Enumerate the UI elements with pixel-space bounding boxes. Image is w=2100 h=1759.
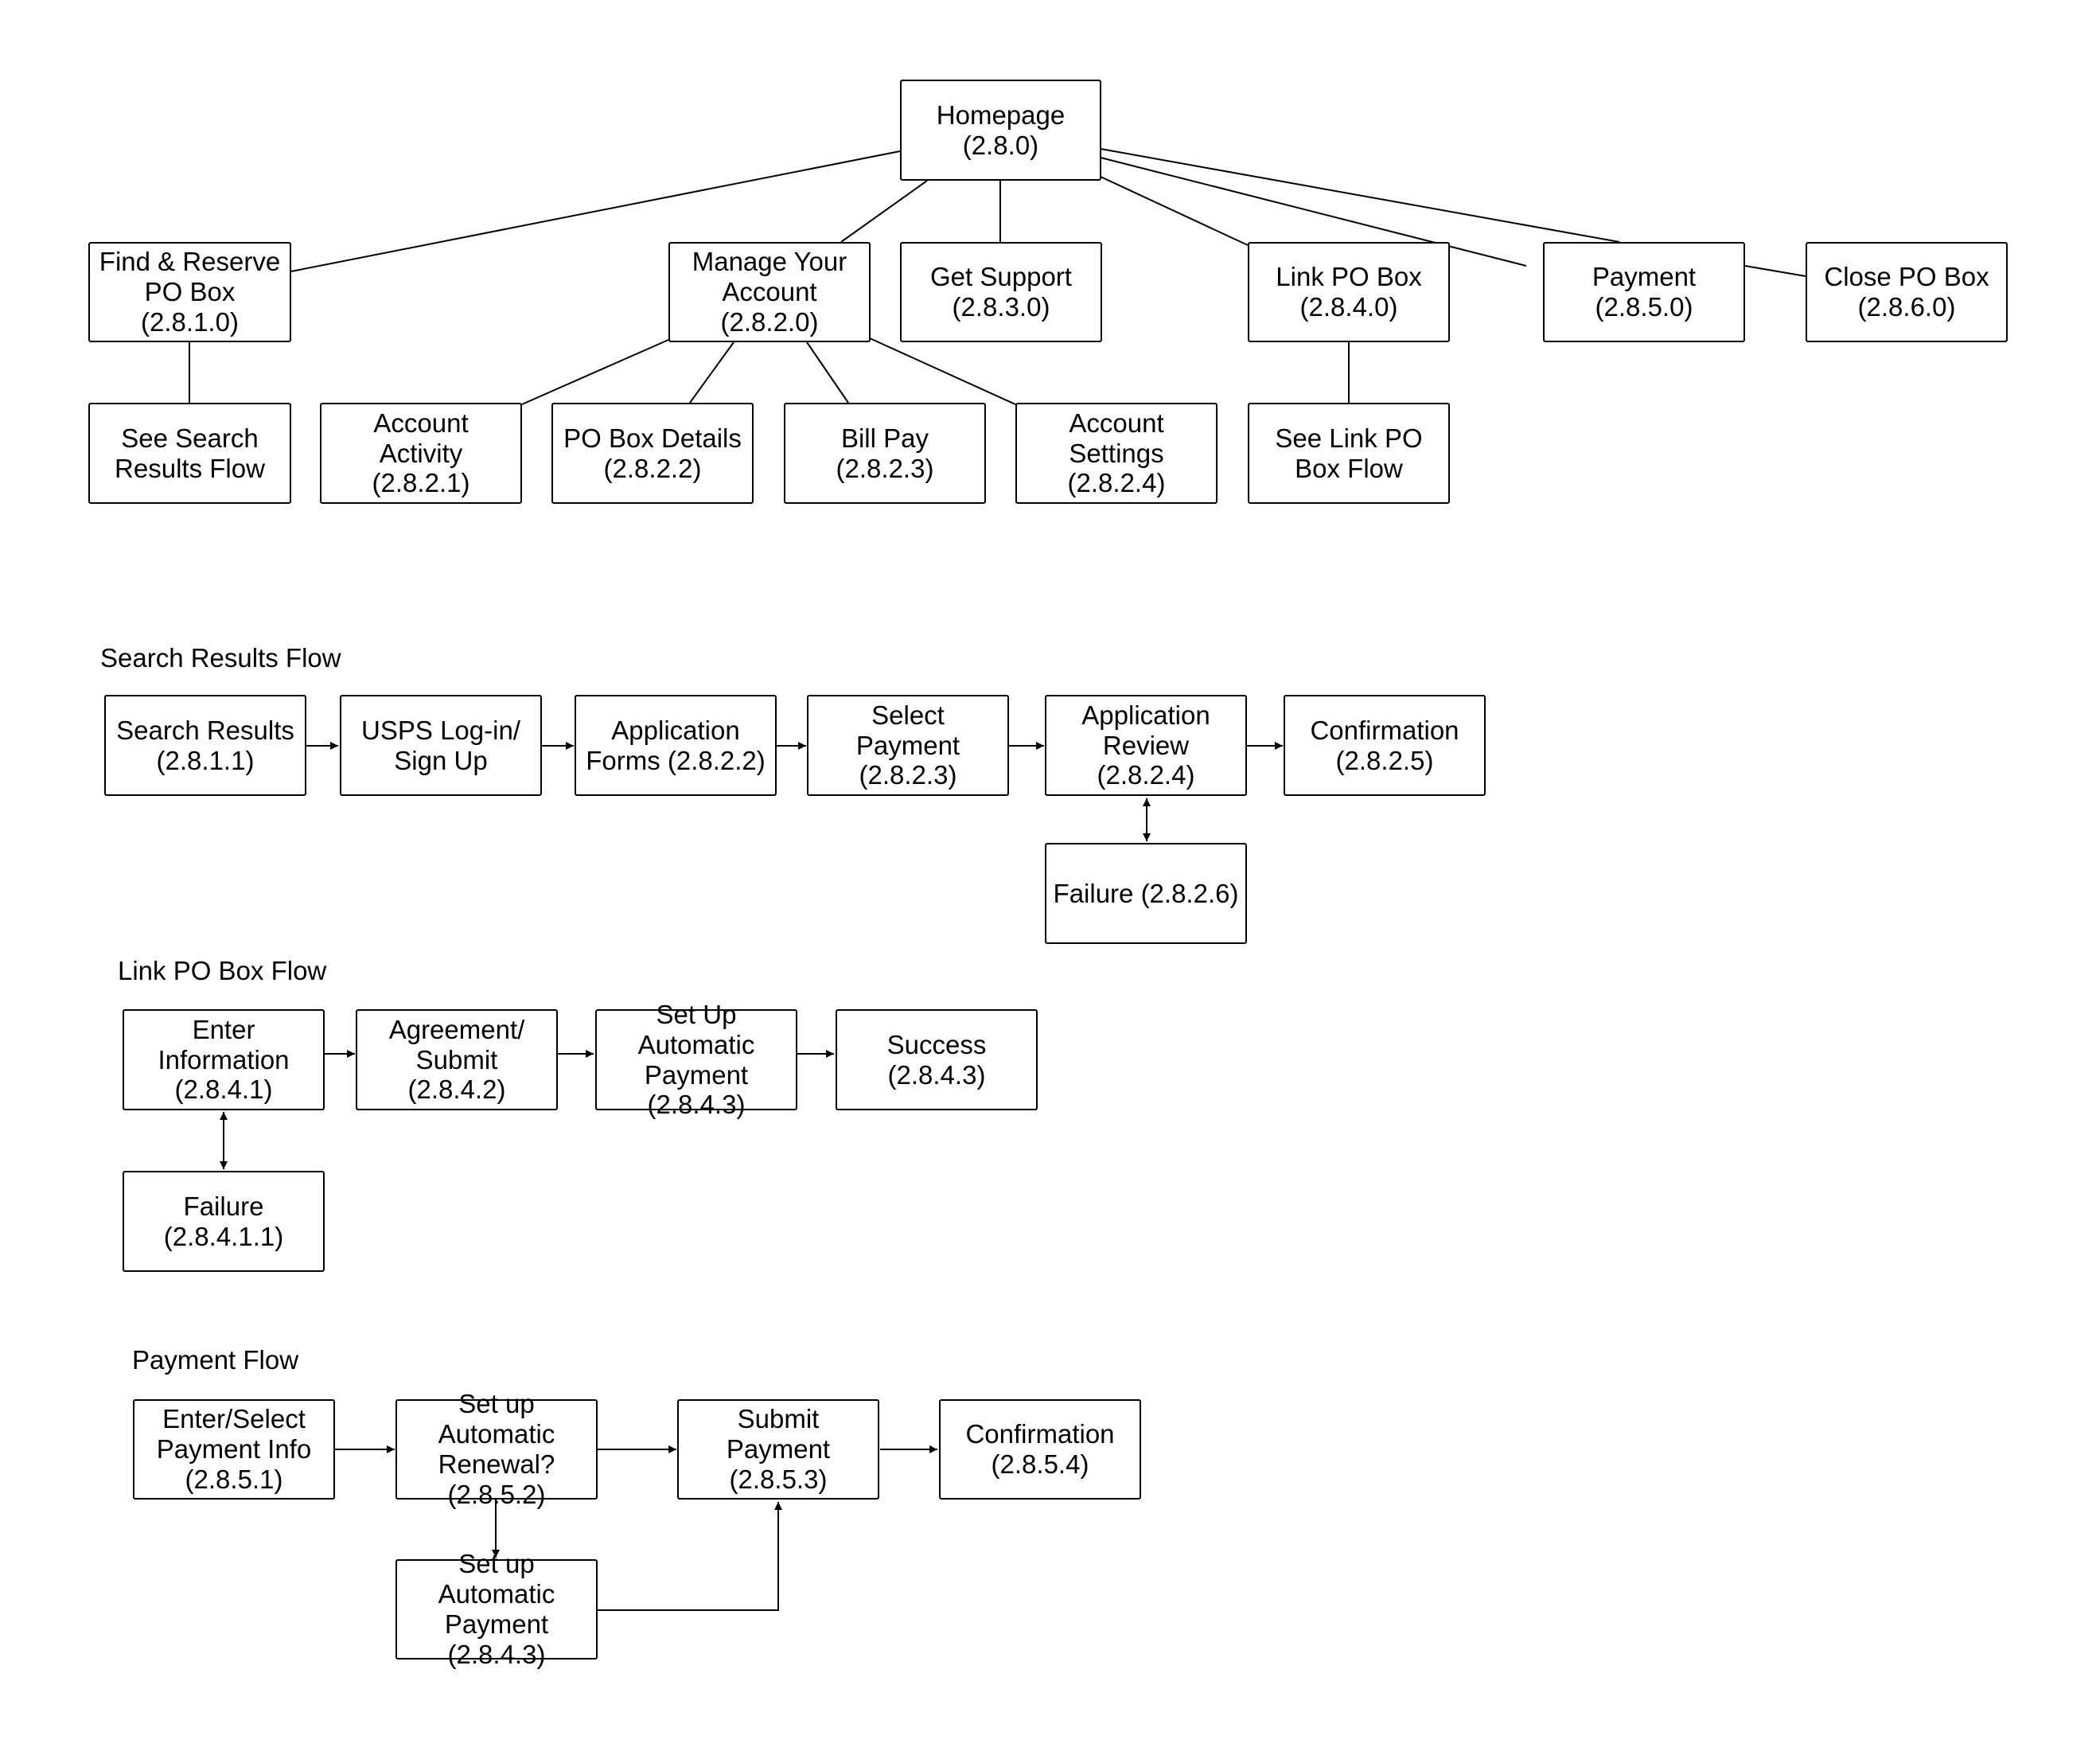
confirmation-node: Confirmation (2.8.5.4) bbox=[939, 1399, 1141, 1500]
po-box-details-node: PO Box Details (2.8.2.2) bbox=[551, 403, 754, 504]
set-up-automatic-payment-node: Set Up Automatic Payment (2.8.4.3) bbox=[595, 1000, 797, 1119]
edge-manage-settings bbox=[869, 337, 1016, 405]
application-forms-node: Application Forms (2.8.2.2) bbox=[575, 695, 777, 796]
close-po-box-node: Close PO Box (2.8.6.0) bbox=[1806, 242, 2008, 342]
edge-payment-close bbox=[1744, 265, 1806, 277]
enter-select-payment-info-node: Enter/Select Payment Info (2.8.5.1) bbox=[133, 1399, 335, 1500]
homepage-node: Homepage (2.8.0) bbox=[900, 80, 1101, 181]
manage-account-node: Manage Your Account (2.8.2.0) bbox=[668, 242, 871, 342]
submit-payment-node: Submit Payment (2.8.5.3) bbox=[677, 1399, 879, 1500]
edge-manage-activity bbox=[521, 339, 669, 405]
edge-home-link bbox=[1100, 176, 1249, 246]
link-po-box-flow-label: Link PO Box Flow bbox=[118, 956, 327, 985]
success-node: Success (2.8.4.3) bbox=[836, 1009, 1038, 1110]
edge-home-payment-a bbox=[1100, 157, 1527, 267]
edge-manage-details bbox=[689, 341, 734, 404]
account-activity-node: Account Activity (2.8.2.1) bbox=[320, 403, 522, 504]
payment-flow-label: Payment Flow bbox=[132, 1345, 299, 1375]
see-link-po-box-flow-node: See Link PO Box Flow bbox=[1248, 403, 1450, 504]
set-up-automatic-renewal-node: Set up Automatic Renewal? (2.8.5.2) bbox=[395, 1389, 598, 1509]
failure-node: Failure (2.8.2.6) bbox=[1045, 843, 1247, 944]
select-payment-node: Select Payment (2.8.2.3) bbox=[807, 695, 1009, 796]
get-support-node: Get Support (2.8.3.0) bbox=[900, 242, 1102, 342]
search-results-flow-label: Search Results Flow bbox=[100, 643, 341, 673]
edge-manage-bill bbox=[806, 341, 849, 404]
bill-pay-node: Bill Pay (2.8.2.3) bbox=[784, 403, 986, 504]
usps-login-node: USPS Log-in/ Sign Up bbox=[340, 695, 542, 796]
confirmation-node: Confirmation (2.8.2.5) bbox=[1284, 695, 1486, 796]
agreement-submit-node: Agreement/ Submit (2.8.4.2) bbox=[356, 1009, 558, 1110]
see-search-results-flow-node: See Search Results Flow bbox=[88, 403, 291, 504]
enter-information-node: Enter Information (2.8.4.1) bbox=[123, 1009, 325, 1110]
edge-home-manage bbox=[840, 180, 928, 243]
find-reserve-node: Find & Reserve PO Box (2.8.1.0) bbox=[88, 242, 291, 342]
edge-home-payment-b bbox=[1100, 148, 1620, 243]
payment-node: Payment (2.8.5.0) bbox=[1543, 242, 1745, 342]
edge-home-find bbox=[290, 150, 901, 272]
arrow-pf-up bbox=[598, 1502, 782, 1611]
search-results-node: Search Results (2.8.1.1) bbox=[104, 695, 306, 796]
failure-node: Failure (2.8.4.1.1) bbox=[123, 1171, 325, 1272]
set-up-automatic-payment-node: Set up Automatic Payment (2.8.4.3) bbox=[395, 1549, 598, 1669]
application-review-node: Application Review (2.8.2.4) bbox=[1045, 695, 1247, 796]
link-po-box-node: Link PO Box (2.8.4.0) bbox=[1248, 242, 1450, 342]
account-settings-node: Account Settings (2.8.2.4) bbox=[1015, 403, 1218, 504]
